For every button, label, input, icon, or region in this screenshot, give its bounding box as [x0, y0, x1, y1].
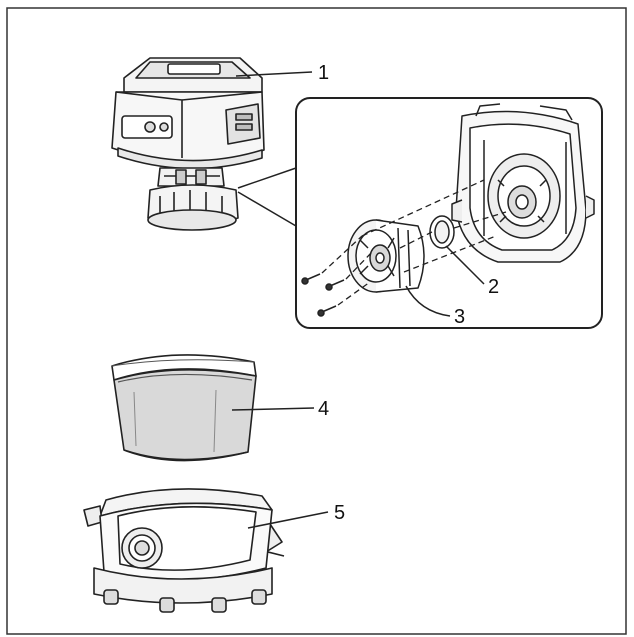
- impeller-cover-part-3: [347, 219, 425, 293]
- seal-ring-part-2: [429, 215, 455, 249]
- leader-3: [405, 285, 451, 317]
- callout-labels: 1 2 3 4 5: [318, 62, 499, 524]
- leader-1: [235, 71, 313, 77]
- leader-2: [445, 245, 485, 285]
- screw-3: [317, 305, 337, 317]
- screw-1: [301, 273, 321, 285]
- tank-part-5: [83, 488, 285, 613]
- callout-2: 2: [488, 276, 499, 298]
- callout-leaders: [231, 71, 485, 529]
- leader-4: [231, 407, 315, 411]
- callout-3: 3: [454, 306, 465, 328]
- motor-housing-detail: [451, 103, 595, 263]
- callout-1: 1: [318, 62, 329, 84]
- callout-5: 5: [334, 502, 345, 524]
- motor-head-unit: [111, 57, 265, 231]
- screws: [301, 273, 345, 317]
- filter-bag-part-4: [111, 354, 257, 462]
- leader-5: [247, 511, 329, 529]
- callout-4: 4: [318, 398, 329, 420]
- assembly-lines: [321, 179, 507, 306]
- detail-inset: [237, 97, 603, 329]
- screw-2: [325, 279, 345, 291]
- inset-pointer: [237, 167, 297, 227]
